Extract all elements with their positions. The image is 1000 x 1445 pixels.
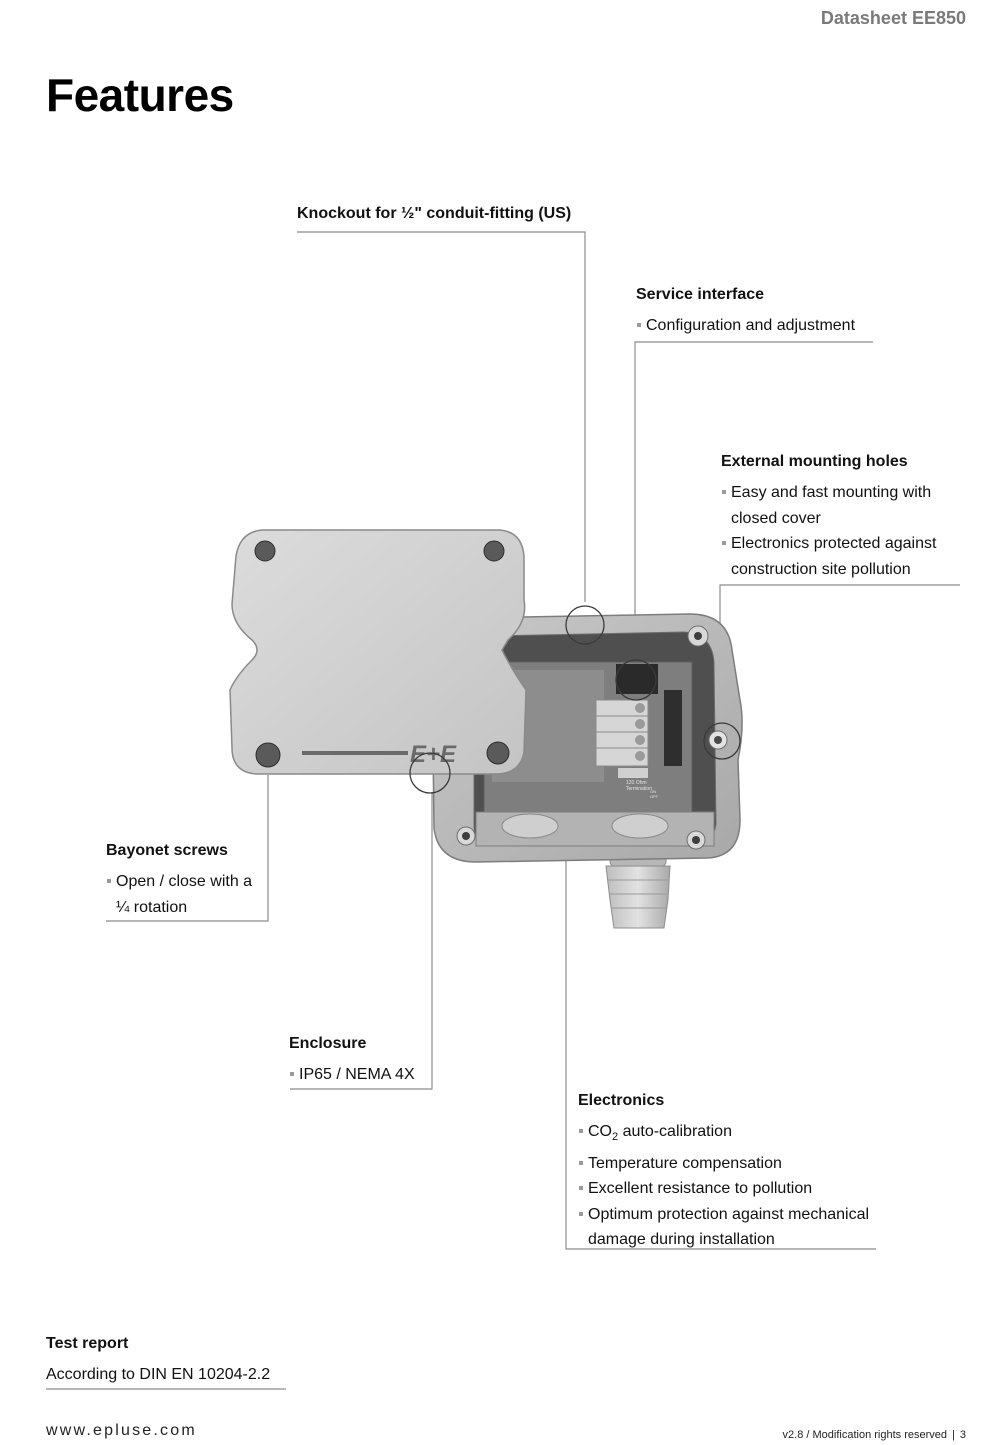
test-report: Test report According to DIN EN 10204-2.… (46, 1334, 270, 1387)
footer-revision: v2.8 / Modification rights reserved|3 (782, 1429, 966, 1441)
callout-mounting-holes: External mounting holes Easy and fast mo… (721, 452, 959, 582)
highlight-service-interface (615, 659, 657, 701)
pcb-termination-label: Termination (626, 786, 652, 792)
enclosure-lid: E+E (229, 529, 527, 775)
page-title: Features (46, 69, 234, 121)
callout-service-title: Service interface (636, 286, 765, 303)
pcb-on-label: ON (650, 789, 656, 794)
service-connector (616, 664, 658, 694)
leader-line-enclosure (290, 792, 433, 1090)
list-item: Easy and fast mounting with closed cover (721, 480, 959, 531)
list-item: Temperature compensation (578, 1151, 878, 1177)
co2-prefix: CO (588, 1123, 612, 1140)
callout-enclosure-title: Enclosure (289, 1035, 367, 1052)
document-title: Datasheet EE850 (820, 8, 966, 28)
pcb-resistor-label: 120 Ohm (626, 780, 647, 786)
list-item: Excellent resistance to pollution (578, 1176, 878, 1202)
leader-line-service (634, 341, 873, 660)
page-number: 3 (959, 1429, 966, 1441)
callout-service-interface: Service interface Configuration and adju… (636, 285, 855, 339)
callout-enclosure: Enclosure IP65 / NEMA 4X (289, 1034, 415, 1088)
callout-electronics-title: Electronics (578, 1092, 665, 1109)
callout-electronics: Electronics CO2 auto-calibration Tempera… (578, 1091, 878, 1253)
leader-line-electronics (565, 785, 876, 1250)
test-report-text: According to DIN EN 10204-2.2 (46, 1366, 271, 1383)
co2-suffix: auto-calibration (618, 1123, 732, 1140)
footer-website-link[interactable]: www.epluse.com (46, 1422, 197, 1439)
highlight-knockout (565, 605, 605, 645)
leader-line-bayonet (106, 775, 269, 922)
callout-knockout: Knockout for ½" conduit-fitting (US) (297, 204, 571, 224)
pcb-off-label: OFF (650, 794, 659, 799)
callout-bayonet-title: Bayonet screws (106, 842, 228, 859)
list-item: CO2 auto-calibration (578, 1119, 878, 1151)
device-logo: E+E (410, 741, 457, 768)
list-item: Open / close with a ¼ rotation (106, 869, 266, 920)
callout-knockout-title: Knockout for ½" conduit-fitting (US) (297, 205, 572, 222)
leader-line-knockout (297, 231, 586, 602)
callout-mounting-title: External mounting holes (721, 453, 908, 470)
callout-bayonet-screws: Bayonet screws Open / close with a ¼ rot… (106, 841, 266, 920)
list-item: Electronics protected against constructi… (721, 531, 959, 582)
list-item: Optimum protection against mechanical da… (578, 1202, 878, 1253)
highlight-mounting-hole (703, 722, 741, 760)
test-report-title: Test report (46, 1335, 129, 1352)
revision-text: v2.8 / Modification rights reserved (782, 1429, 948, 1441)
list-item: IP65 / NEMA 4X (289, 1062, 415, 1088)
list-item: Configuration and adjustment (636, 313, 855, 339)
co2-subscript: 2 (612, 1131, 619, 1144)
highlight-enclosure (409, 752, 451, 794)
